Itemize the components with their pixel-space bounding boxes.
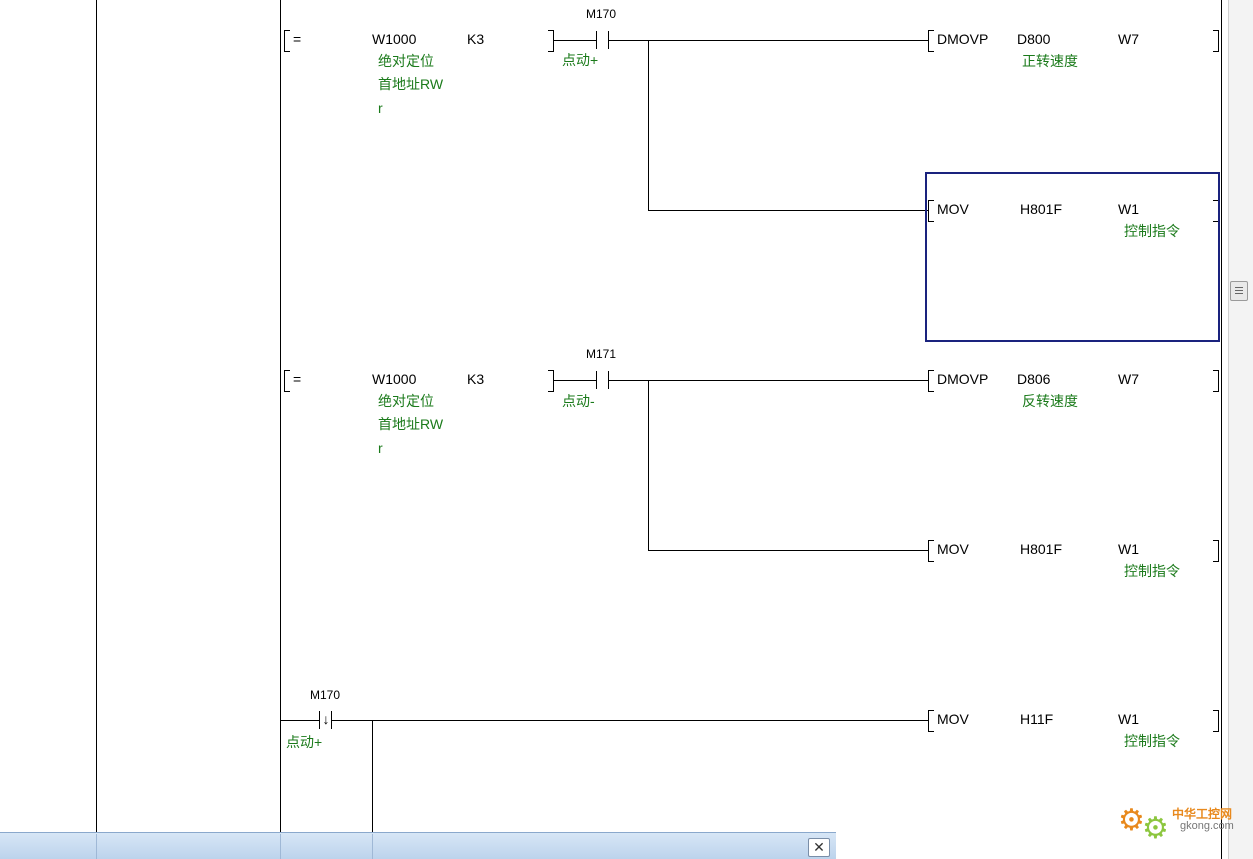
contact-device-label[interactable]: M170	[586, 7, 617, 21]
contact-comment: 点动-	[562, 393, 595, 409]
close-button[interactable]: ✕	[808, 838, 830, 857]
rung-wire	[554, 380, 596, 381]
compare-bracket-right	[548, 370, 554, 392]
operand1-comment-line1: 绝对定位	[378, 393, 434, 409]
instruction-bracket-right	[1213, 30, 1219, 52]
watermark-en: gkong.com	[1180, 820, 1234, 832]
falling-edge-arrow-icon: ↓	[322, 711, 330, 727]
operand2-comment: 控制指令	[1124, 563, 1180, 579]
operand1-comment: 反转速度	[1022, 393, 1078, 409]
contact-bar-right[interactable]	[608, 371, 609, 389]
contact-bar-right[interactable]	[608, 31, 609, 49]
instruction-bracket-left	[928, 710, 934, 732]
compare-operator[interactable]: =	[293, 31, 302, 47]
instruction-operand2[interactable]: W7	[1118, 31, 1139, 47]
instruction-operand1[interactable]: D800	[1017, 31, 1051, 47]
compare-operand1[interactable]: W1000	[372, 31, 417, 47]
compare-operand2[interactable]: K3	[467, 371, 485, 387]
contact-comment: 点动+	[286, 734, 323, 750]
compare-bracket-left	[284, 30, 290, 52]
instruction-name[interactable]: DMOVP	[937, 31, 989, 47]
compare-operand1[interactable]: W1000	[372, 371, 417, 387]
column-divider-left	[96, 0, 97, 832]
instruction-bracket-left	[928, 200, 934, 222]
watermark-logo: ⚙ ⚙ 中华工控网 gkong.com	[1118, 800, 1248, 850]
edit-cursor[interactable]	[925, 172, 1220, 342]
instruction-bracket-right	[1213, 540, 1219, 562]
instruction-operand1[interactable]: D806	[1017, 371, 1051, 387]
vertical-scrollbar[interactable]	[1228, 0, 1253, 859]
rung-wire	[609, 40, 928, 41]
rung-wire	[554, 40, 596, 41]
instruction-bracket-right	[1213, 370, 1219, 392]
taskbar-divider	[372, 834, 373, 859]
instruction-operand1[interactable]: H11F	[1020, 711, 1054, 727]
instruction-bracket-left	[928, 540, 934, 562]
operand2-comment: 控制指令	[1124, 223, 1180, 239]
instruction-operand2[interactable]: W1	[1118, 711, 1139, 727]
taskbar-divider	[96, 834, 97, 859]
contact-device-label[interactable]: M170	[310, 688, 341, 702]
contact-bar-left[interactable]	[596, 31, 597, 49]
taskbar	[0, 832, 836, 859]
instruction-name[interactable]: DMOVP	[937, 371, 989, 387]
compare-operand2[interactable]: K3	[467, 31, 485, 47]
operand1-comment: 正转速度	[1022, 53, 1078, 69]
left-power-rail	[280, 0, 281, 832]
right-power-rail	[1221, 0, 1222, 859]
contact-comment: 点动+	[562, 52, 599, 68]
rung-wire	[609, 380, 928, 381]
instruction-bracket-left	[928, 370, 934, 392]
branch-wire	[648, 210, 928, 211]
instruction-bracket-right	[1213, 710, 1219, 732]
branch-wire	[372, 720, 373, 832]
gear-icon: ⚙	[1118, 804, 1145, 837]
operand1-comment-line2: 首地址RW	[378, 416, 444, 432]
compare-bracket-left	[284, 370, 290, 392]
branch-wire	[648, 40, 649, 211]
scrollbar-thumb[interactable]	[1230, 281, 1248, 301]
contact-bar-left[interactable]	[596, 371, 597, 389]
instruction-operand1[interactable]: H801F	[1020, 201, 1063, 217]
gear-icon: ⚙	[1142, 812, 1169, 845]
compare-bracket-right	[548, 30, 554, 52]
contact-bar-left[interactable]	[319, 711, 320, 729]
operand1-comment-line2: 首地址RW	[378, 76, 444, 92]
operand1-comment-line3: r	[378, 440, 383, 456]
instruction-name[interactable]: MOV	[937, 541, 969, 557]
taskbar-divider	[280, 834, 281, 859]
operand1-comment-line1: 绝对定位	[378, 53, 434, 69]
operand1-comment-line3: r	[378, 100, 383, 116]
instruction-operand2[interactable]: W7	[1118, 371, 1139, 387]
rung-wire	[281, 720, 320, 721]
branch-wire	[648, 550, 928, 551]
rung-wire	[332, 720, 928, 721]
contact-device-label[interactable]: M171	[586, 347, 617, 361]
watermark-cn: 中华工控网	[1172, 807, 1233, 821]
contact-bar-right[interactable]	[331, 711, 332, 729]
operand2-comment: 控制指令	[1124, 733, 1180, 749]
instruction-operand2[interactable]: W1	[1118, 541, 1139, 557]
compare-operator[interactable]: =	[293, 371, 302, 387]
instruction-operand1[interactable]: H801F	[1020, 541, 1063, 557]
instruction-bracket-left	[928, 30, 934, 52]
instruction-operand2[interactable]: W1	[1118, 201, 1139, 217]
branch-wire	[648, 380, 649, 551]
instruction-name[interactable]: MOV	[937, 711, 969, 727]
instruction-name[interactable]: MOV	[937, 201, 969, 217]
